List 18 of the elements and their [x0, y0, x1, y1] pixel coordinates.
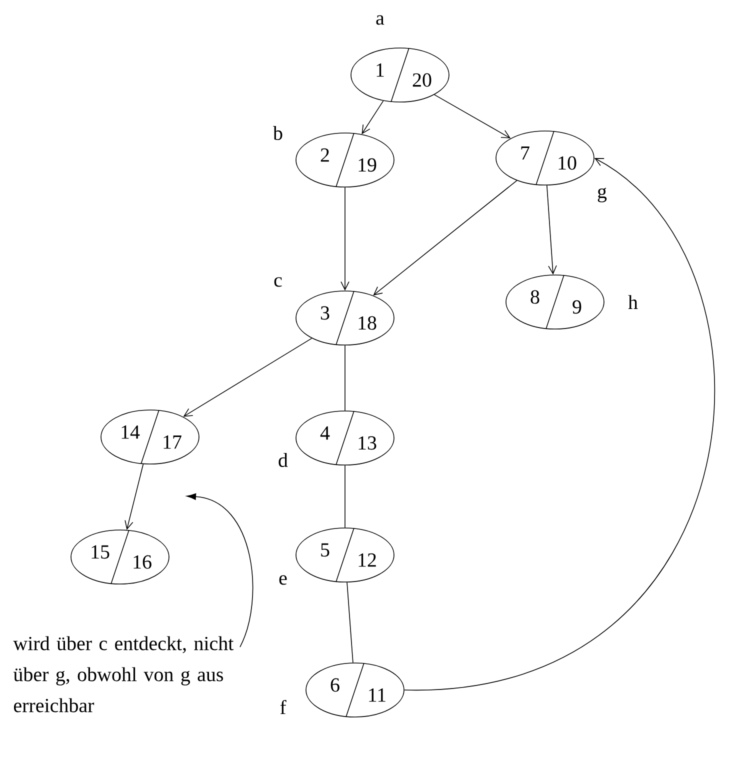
arrow — [434, 94, 511, 138]
arrow — [124, 464, 144, 530]
arrow — [183, 338, 312, 417]
arrow — [340, 187, 350, 291]
arrow — [404, 158, 715, 690]
arrow — [186, 493, 254, 648]
arrow — [546, 184, 557, 275]
arrow — [362, 100, 384, 134]
node-letter: c — [274, 277, 282, 287]
arrow — [373, 180, 518, 296]
node-letter: a — [376, 15, 384, 25]
node-letter: d — [278, 452, 288, 468]
annotation-text: wird über c entdeckt, nicht über g, obwohl von g aus erreichbar — [13, 636, 234, 712]
node-letter: e — [279, 575, 287, 585]
node-letter: h — [628, 295, 638, 309]
node-letter: g — [598, 188, 607, 202]
node-letter: b — [273, 126, 282, 140]
node-letter: f — [280, 700, 286, 714]
